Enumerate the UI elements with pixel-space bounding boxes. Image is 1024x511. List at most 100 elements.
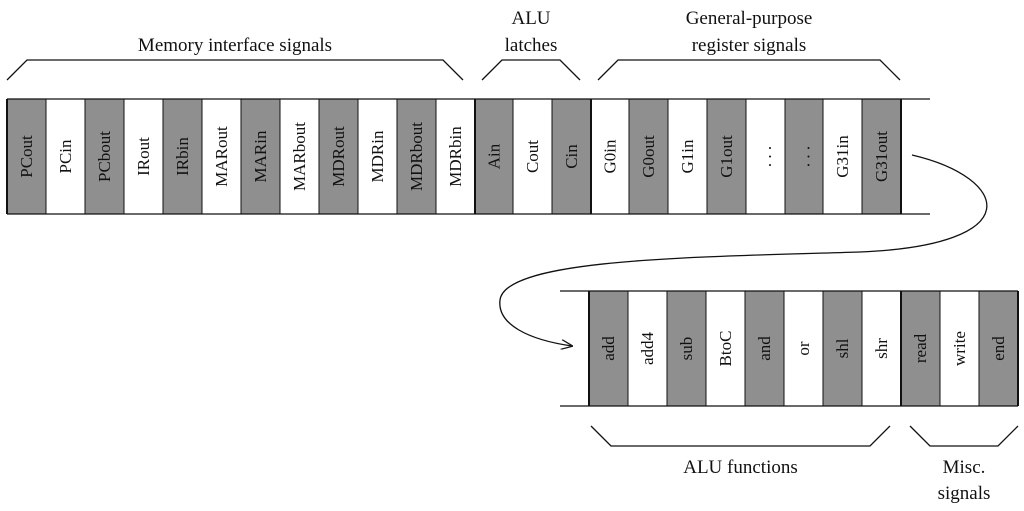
signal-cell-mdrbout: MDRbout — [397, 99, 436, 214]
signal-label: G1in — [678, 139, 697, 174]
group-misc-signals: Misc. signals — [909, 425, 1019, 504]
group-label: register signals — [692, 35, 807, 56]
signal-label: shr — [872, 338, 891, 359]
signal-cell-dots: . . . — [785, 99, 823, 214]
signal-label: or — [794, 341, 813, 356]
signal-cell-fill — [202, 99, 241, 214]
group-label: ALU functions — [683, 457, 798, 478]
signal-cell-g0in: G0in — [591, 99, 629, 214]
group-alu-latches: ALU latches — [481, 8, 581, 81]
group-bracket — [481, 59, 581, 81]
signal-cell-fill — [979, 291, 1018, 406]
signal-label: shl — [833, 338, 852, 358]
signal-cell-fill — [552, 99, 591, 214]
signal-cell-fill — [475, 99, 513, 214]
signal-cell-fill — [901, 291, 940, 406]
group-bracket — [909, 425, 1019, 447]
signal-cell-fill — [745, 291, 784, 406]
signal-cell-fill — [784, 291, 823, 406]
signal-label: and — [755, 336, 774, 361]
continuation-arrow — [499, 154, 988, 346]
signal-cell-g1in: G1in — [668, 99, 707, 214]
signal-label: G0in — [601, 139, 620, 174]
signal-label: Cout — [523, 140, 542, 173]
signal-cell-fill — [667, 291, 706, 406]
signal-label: G0out — [639, 135, 658, 178]
upper-row: PCout PCin PCbout IRout IRbin MARout MARin MARb… — [6, 98, 930, 215]
group-label: signals — [938, 483, 991, 504]
signal-cell-fill — [591, 99, 629, 214]
signal-label: IRbin — [173, 137, 192, 176]
signal-label: MARin — [251, 130, 270, 182]
signal-cell-mdrbin: MDRbin — [436, 99, 475, 214]
signal-cell-fill — [823, 99, 862, 214]
signal-cell-ain: Ain — [475, 99, 513, 214]
signal-cell-fill — [785, 99, 823, 214]
group-label: latches — [505, 35, 558, 56]
signal-cell-add4: add4 — [628, 291, 667, 406]
signal-cell-fill — [319, 99, 358, 214]
signal-label: IRout — [134, 137, 153, 176]
signal-label: G1out — [717, 135, 736, 178]
signal-cell-fill — [707, 99, 746, 214]
group-label: ALU — [511, 8, 550, 29]
signal-cell-add: add — [589, 291, 628, 406]
signal-label: PCbout — [95, 131, 114, 182]
signal-label: . . . — [756, 146, 775, 167]
signal-cell-sub: sub — [667, 291, 706, 406]
signal-label: MARbout — [290, 122, 309, 191]
signal-cell-write: write — [940, 291, 979, 406]
signal-cell-fill — [629, 99, 668, 214]
signal-cell-fill — [862, 291, 901, 406]
signal-label: BtoC — [716, 331, 735, 367]
signal-cell-pcbout: PCbout — [85, 99, 124, 214]
signal-cell-fill — [668, 99, 707, 214]
signal-label: end — [989, 336, 1008, 361]
signal-cell-fill — [706, 291, 745, 406]
group-memory-interface-signals: Memory interface signals — [6, 35, 464, 81]
signal-label: MDRin — [368, 130, 387, 182]
signal-label: read — [911, 333, 930, 363]
signal-cell-marout: MARout — [202, 99, 241, 214]
signal-label: Cin — [562, 144, 581, 169]
signal-cell-pcout: PCout — [7, 99, 46, 214]
signal-cell-or: or — [784, 291, 823, 406]
group-bracket — [597, 59, 901, 81]
signal-cell-fill — [358, 99, 397, 214]
signal-cell-fill — [163, 99, 202, 214]
signal-cell-fill — [241, 99, 280, 214]
signal-cell-mdrin: MDRin — [358, 99, 397, 214]
signal-cell-shr: shr — [862, 291, 901, 406]
signal-label: PCout — [17, 135, 36, 178]
signal-cell-btoc: BtoC — [706, 291, 745, 406]
signal-label: add — [599, 336, 618, 361]
signal-cell-fill — [628, 291, 667, 406]
signal-cell-fill — [589, 291, 628, 406]
signal-cell-fill — [124, 99, 163, 214]
signal-cell-g31in: G31in — [823, 99, 862, 214]
signal-label: G31out — [872, 131, 891, 182]
signal-cell-dots: . . . — [746, 99, 785, 214]
signal-label: MDRbout — [407, 122, 426, 191]
signal-label: MARout — [212, 126, 231, 187]
signal-cell-fill — [513, 99, 552, 214]
signal-cell-and: and — [745, 291, 784, 406]
signal-label: . . . — [795, 146, 814, 167]
signal-cell-mdrout: MDRout — [319, 99, 358, 214]
signal-cell-marbout: MARbout — [280, 99, 319, 214]
group-alu-functions: ALU functions — [590, 425, 891, 478]
signal-cell-irbin: IRbin — [163, 99, 202, 214]
group-label: Misc. — [943, 457, 986, 478]
signal-cell-marin: MARin — [241, 99, 280, 214]
signal-cell-fill — [436, 99, 475, 214]
signal-label: PCin — [56, 139, 75, 174]
signal-cell-fill — [85, 99, 124, 214]
signal-label: MDRout — [329, 126, 348, 187]
group-label: Memory interface signals — [138, 35, 332, 56]
signal-cell-cin: Cin — [552, 99, 591, 214]
signal-label: add4 — [638, 331, 657, 365]
signal-label: write — [950, 331, 969, 366]
signal-cell-fill — [46, 99, 85, 214]
